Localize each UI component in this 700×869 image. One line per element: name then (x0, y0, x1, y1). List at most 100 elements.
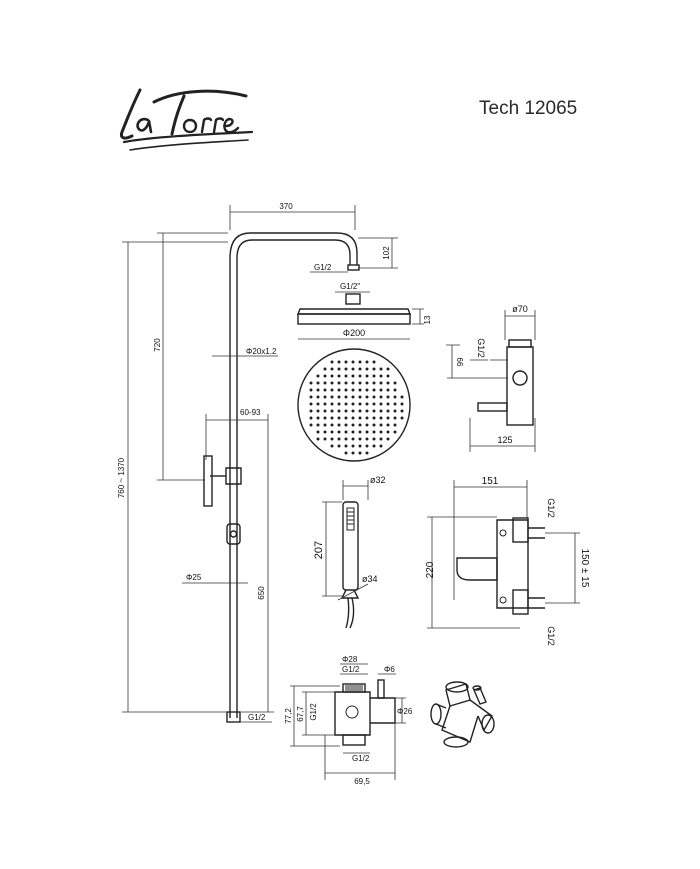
wall-holder-drawing: ø70 G1/2 66 125 (446, 304, 536, 452)
nozzle-dot (358, 437, 362, 441)
dim-head-thickness: 13 (423, 315, 432, 324)
nozzle-dot (372, 409, 376, 413)
dim-head-diameter: Φ200 (343, 328, 365, 338)
nozzle-dot (365, 423, 369, 427)
nozzle-dot (386, 395, 390, 399)
nozzle-dot (400, 416, 404, 420)
dim-hand-length: 207 (313, 541, 325, 559)
nozzle-dot (358, 374, 362, 378)
nozzle-dot (351, 444, 355, 448)
nozzle-dot (365, 416, 369, 420)
nozzle-dot (400, 402, 404, 406)
dim-mixer-thread-bottom: G1/2 (546, 626, 556, 646)
nozzle-dot (379, 374, 383, 378)
nozzle-dot (386, 388, 390, 392)
dim-tube: Φ20x1.2 (246, 347, 277, 356)
nozzle-dot (337, 444, 341, 448)
nozzle-dot (337, 430, 341, 434)
nozzle-dot (351, 367, 355, 371)
nozzle-dot (330, 367, 334, 371)
nozzle-dot (344, 402, 348, 406)
nozzle-dot (330, 360, 334, 364)
nozzle-dot (379, 367, 383, 371)
nozzle-dot (393, 423, 397, 427)
nozzle-dot (316, 416, 320, 420)
nozzle-dot (372, 423, 376, 427)
nozzle-dot (358, 402, 362, 406)
nozzle-dot (372, 367, 376, 371)
nozzle-dot (330, 423, 334, 427)
dim-diverter-diameter: Φ28 (342, 655, 358, 664)
nozzle-dot (330, 402, 334, 406)
nozzle-dot (372, 381, 376, 385)
nozzle-dot (337, 402, 341, 406)
nozzle-dot (393, 402, 397, 406)
nozzle-dot (372, 360, 376, 364)
dim-bottom-thread: G1/2 (248, 713, 266, 722)
nozzle-dot (323, 423, 327, 427)
nozzle-dot (386, 437, 390, 441)
nozzle-dot (393, 388, 397, 392)
nozzle-dot (337, 423, 341, 427)
nozzle-dot (351, 360, 355, 364)
nozzle-dot (379, 402, 383, 406)
nozzle-dot (365, 381, 369, 385)
dim-diverter-thread-side: G1/2 (309, 703, 318, 721)
nozzle-dot (316, 388, 320, 392)
dim-lower-height: 650 (257, 586, 266, 600)
nozzle-dot (316, 409, 320, 413)
nozzle-dot (344, 395, 348, 399)
dim-diverter-height-2: 67,7 (296, 706, 305, 722)
nozzle-dot (316, 423, 320, 427)
nozzle-dot (358, 423, 362, 427)
dim-arm-thread: G1/2 (314, 263, 332, 272)
nozzle-dot (351, 395, 355, 399)
latorre-logo (118, 80, 258, 156)
nozzle-dot (365, 367, 369, 371)
nozzle-dot (393, 416, 397, 420)
nozzle-dot (358, 444, 362, 448)
dim-diverter-pin: Φ6 (384, 665, 395, 674)
nozzle-dot (400, 409, 404, 413)
nozzle-dot (393, 409, 397, 413)
nozzle-dot (372, 374, 376, 378)
nozzle-dot (379, 388, 383, 392)
nozzle-dot (358, 409, 362, 413)
nozzle-dot (323, 430, 327, 434)
nozzle-dot (337, 395, 341, 399)
nozzle-dot (337, 374, 341, 378)
nozzle-dot (309, 402, 313, 406)
nozzle-dot (365, 409, 369, 413)
hand-shower-drawing: ø32 207 ø34 (313, 475, 386, 629)
nozzle-dot (379, 423, 383, 427)
nozzle-dot (330, 409, 334, 413)
nozzle-dot (365, 395, 369, 399)
nozzle-dot (379, 437, 383, 441)
diverter-drawing: Φ28 G1/2 Φ6 77,2 67,7 G1/2 Φ26 G1/2 69,5 (284, 655, 413, 786)
dim-holder-depth: 125 (497, 435, 512, 445)
dim-column-height: 720 (153, 338, 162, 352)
nozzle-dot (309, 423, 313, 427)
nozzle-dot (365, 374, 369, 378)
nozzle-dot (358, 430, 362, 434)
nozzle-dot (365, 437, 369, 441)
nozzle-dot (309, 395, 313, 399)
nozzle-dot (330, 374, 334, 378)
nozzle-dot (351, 374, 355, 378)
dim-diverter-thread-bottom: G1/2 (352, 754, 370, 763)
nozzle-dot (393, 381, 397, 385)
nozzle-dot (330, 416, 334, 420)
nozzle-dot (344, 374, 348, 378)
nozzle-dot (365, 360, 369, 364)
nozzle-dot (316, 381, 320, 385)
nozzle-pattern (309, 360, 404, 455)
nozzle-dot (337, 360, 341, 364)
nozzle-dot (393, 430, 397, 434)
nozzle-dot (330, 430, 334, 434)
nozzle-dot (379, 430, 383, 434)
nozzle-dot (365, 388, 369, 392)
nozzle-dot (330, 388, 334, 392)
nozzle-dot (344, 423, 348, 427)
nozzle-dot (358, 416, 362, 420)
